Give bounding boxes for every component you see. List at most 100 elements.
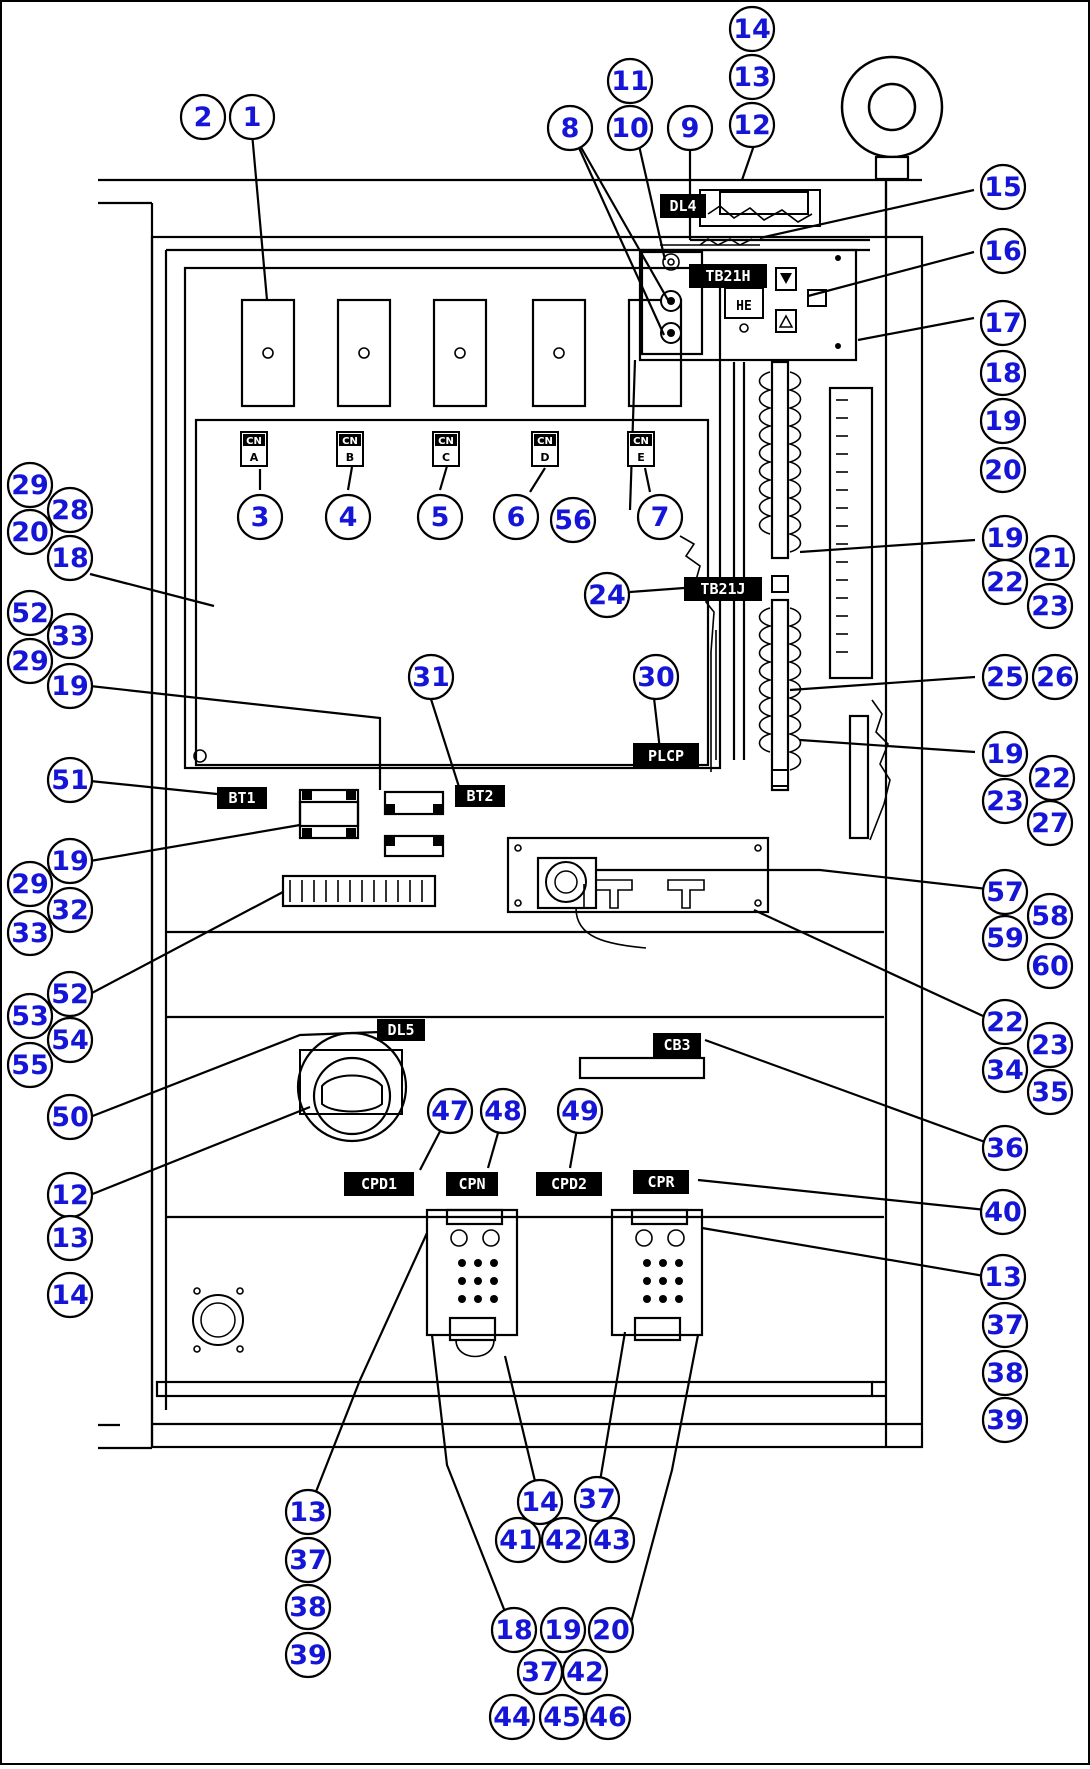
label-bt2: BT2 — [455, 785, 505, 807]
callout-19: 19 — [46, 662, 94, 710]
callout-49: 49 — [556, 1087, 604, 1135]
connector-c-bottom: C — [442, 451, 450, 464]
callout-number: 59 — [986, 923, 1024, 954]
callout-16: 16 — [979, 227, 1027, 275]
callout-number: 37 — [289, 1545, 327, 1576]
receptacle-box — [166, 836, 884, 949]
callout-number: 19 — [51, 671, 89, 702]
callout-10: 10 — [606, 104, 654, 152]
callout-59: 59 — [981, 914, 1029, 962]
terminal-blocks — [281, 788, 445, 908]
callout-38: 38 — [284, 1583, 332, 1631]
callout-number: 31 — [412, 662, 450, 693]
callout-20: 20 — [979, 446, 1027, 494]
callout-50: 50 — [46, 1093, 94, 1141]
label-text-cpd1: CPD1 — [361, 1175, 397, 1193]
callout-number: 52 — [51, 979, 89, 1010]
callout-48: 48 — [479, 1087, 527, 1135]
callout-number: 14 — [521, 1487, 559, 1518]
terminal-strip — [732, 360, 891, 841]
label-plcp: PLCP — [633, 743, 699, 769]
callout-45: 45 — [538, 1693, 586, 1741]
callout-number: 22 — [986, 567, 1024, 598]
callout-number: 9 — [681, 113, 700, 144]
callout-number: 20 — [592, 1615, 630, 1646]
callout-number: 20 — [984, 455, 1022, 486]
callout-number: 22 — [986, 1007, 1024, 1038]
connector-e: CNE — [627, 431, 655, 467]
callout-20: 20 — [6, 508, 54, 556]
callout-22: 22 — [1028, 754, 1076, 802]
callout-42: 42 — [561, 1648, 609, 1696]
callout-8: 8 — [546, 104, 594, 152]
callout-19: 19 — [981, 514, 1029, 562]
callout-28: 28 — [46, 486, 94, 534]
label-text-plcp: PLCP — [648, 747, 684, 765]
callout-number: 32 — [51, 895, 89, 926]
callout-15: 15 — [979, 163, 1027, 211]
callout-number: 60 — [1031, 951, 1069, 982]
callout-number: 42 — [566, 1657, 604, 1688]
control-module — [638, 180, 870, 362]
callout-number: 14 — [51, 1280, 89, 1311]
callout-21: 21 — [1028, 534, 1076, 582]
callout-13: 13 — [46, 1214, 94, 1262]
callout-number: 57 — [986, 877, 1024, 908]
connector-b-bottom: B — [346, 451, 354, 464]
callout-number: 44 — [493, 1702, 531, 1733]
callout-52: 52 — [46, 970, 94, 1018]
callout-37: 37 — [516, 1648, 564, 1696]
callout-number: 37 — [521, 1657, 559, 1688]
callout-number: 50 — [51, 1102, 89, 1133]
circuit-protectors — [425, 1208, 704, 1358]
callout-39: 39 — [284, 1631, 332, 1679]
connector-d: CND — [531, 431, 559, 467]
connector-a-top: CN — [246, 436, 262, 447]
callout-23: 23 — [1026, 1021, 1074, 1069]
connector-d-bottom: D — [540, 451, 549, 464]
callout-25: 25 — [981, 653, 1029, 701]
label-tb21h: TB21H — [689, 264, 767, 288]
label-cb3: CB3 — [653, 1033, 701, 1057]
callout-number: 23 — [986, 786, 1024, 817]
callout-number: 23 — [1031, 1030, 1069, 1061]
callout-11: 11 — [606, 57, 654, 105]
callout-29: 29 — [6, 860, 54, 908]
callout-number: 33 — [11, 918, 49, 949]
callout-57: 57 — [981, 868, 1029, 916]
label-text-tb21h: TB21H — [705, 267, 750, 285]
callout-37: 37 — [981, 1301, 1029, 1349]
connector-c: CNC — [432, 431, 460, 467]
callout-number: 13 — [984, 1262, 1022, 1293]
callout-58: 58 — [1026, 892, 1074, 940]
callout-4: 4 — [324, 493, 372, 541]
lower-section — [166, 1015, 884, 1353]
callout-13: 13 — [979, 1253, 1027, 1301]
callout-number: 12 — [51, 1180, 89, 1211]
callout-39: 39 — [981, 1396, 1029, 1444]
callout-55: 55 — [6, 1041, 54, 1089]
callout-number: 34 — [986, 1055, 1024, 1086]
callout-number: 15 — [984, 172, 1022, 203]
callout-22: 22 — [981, 998, 1029, 1046]
callout-14: 14 — [728, 5, 776, 53]
callout-12: 12 — [728, 101, 776, 149]
label-text-bt2: BT2 — [466, 787, 493, 805]
callout-14: 14 — [46, 1271, 94, 1319]
callout-number: 10 — [611, 113, 649, 144]
callout-number: 43 — [593, 1525, 631, 1556]
callout-18: 18 — [979, 349, 1027, 397]
callout-37: 37 — [284, 1536, 332, 1584]
callout-43: 43 — [588, 1516, 636, 1564]
callout-19: 19 — [539, 1606, 587, 1654]
callout-number: 54 — [51, 1025, 89, 1056]
callout-number: 21 — [1033, 543, 1071, 574]
callout-6: 6 — [492, 493, 540, 541]
callout-13: 13 — [284, 1488, 332, 1536]
callout-number: 29 — [11, 646, 49, 677]
label-tb21j: TB21J — [684, 577, 762, 601]
callout-number: 4 — [339, 502, 358, 533]
callout-37: 37 — [573, 1475, 621, 1523]
callout-26: 26 — [1031, 653, 1079, 701]
